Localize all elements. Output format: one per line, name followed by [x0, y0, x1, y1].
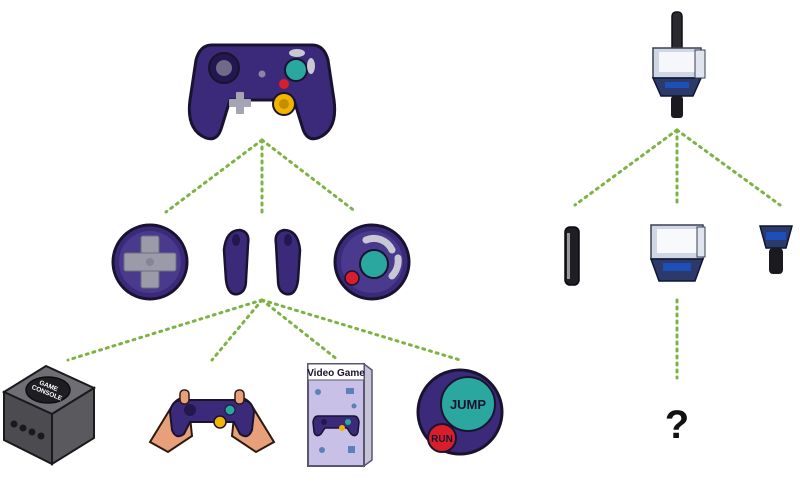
juicer-chamber-part-icon [649, 224, 706, 282]
right-tree-connectors [573, 128, 782, 380]
connector-grips-to-console [66, 298, 264, 362]
button-cluster-disc-icon [333, 223, 411, 301]
hands-holding-controller-icon [148, 389, 276, 454]
connector-grips-to-jumprun [260, 298, 462, 362]
unknown-context-question-mark: ? [665, 403, 689, 447]
controller-grips-icon [222, 228, 302, 296]
game-console-icon: GAME CONSOLE [1, 364, 97, 466]
juicer-appliance-icon [651, 11, 706, 118]
video-game-box-icon: Video Game [307, 362, 373, 468]
run-label: RUN [431, 434, 453, 445]
connector-juicer-to-handle [573, 128, 679, 207]
jump-label: JUMP [450, 397, 486, 412]
juicer-handle-part-icon [564, 226, 580, 286]
connector-grips-to-gamebox [260, 298, 340, 362]
game-box-title: Video Game [307, 368, 365, 379]
gamecube-controller-icon [187, 43, 337, 141]
connector-grips-to-hands [210, 298, 264, 362]
dpad-disc-icon [111, 223, 189, 301]
juicer-base-part-icon [759, 225, 793, 274]
connector-root-to-buttons [260, 138, 358, 214]
connector-juicer-to-base [675, 128, 782, 207]
connector-root-to-dpad [164, 138, 264, 214]
jump-run-buttons-icon: JUMP RUN [416, 368, 504, 456]
left-tree-connectors [66, 138, 462, 362]
